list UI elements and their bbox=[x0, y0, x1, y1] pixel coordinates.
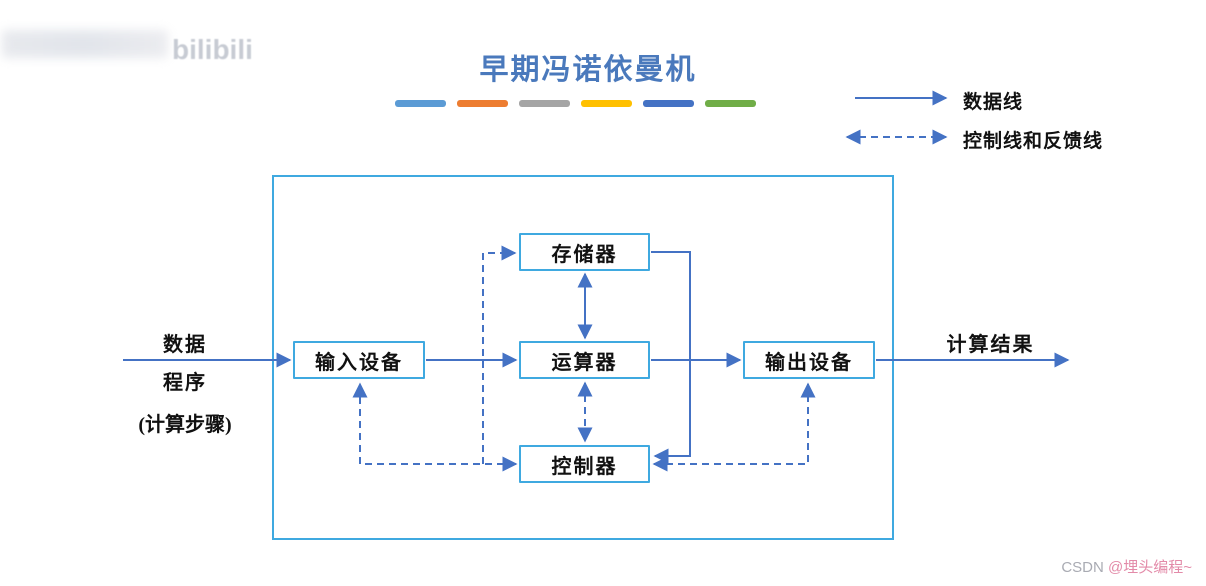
alu-box: 运算器 bbox=[519, 341, 650, 379]
controller-label: 控制器 bbox=[551, 455, 618, 478]
csdn-watermark: CSDN @埋头编程~ bbox=[1061, 556, 1192, 577]
memory-box: 存储器 bbox=[519, 233, 650, 271]
alu-label: 运算器 bbox=[551, 351, 618, 374]
bilibili-logo-watermark: bilibili bbox=[172, 34, 253, 65]
csdn-brand-text: CSDN bbox=[1061, 559, 1104, 576]
output-device-box: 输出设备 bbox=[743, 341, 875, 379]
input-caption-steps: (计算步骤) bbox=[138, 414, 232, 436]
input-caption-data: 数据 bbox=[163, 334, 207, 356]
page-title: 早期冯诺依曼机 bbox=[479, 54, 697, 86]
input-device-label: 输入设备 bbox=[315, 351, 403, 374]
input-device-box: 输入设备 bbox=[293, 341, 425, 379]
machine-boundary-frame bbox=[272, 175, 894, 540]
divider-bar-blue bbox=[395, 100, 446, 107]
divider-bar-yellow bbox=[581, 100, 632, 107]
divider-bar-gray bbox=[519, 100, 570, 107]
output-caption-result: 计算结果 bbox=[946, 334, 1035, 356]
memory-label: 存储器 bbox=[551, 243, 618, 266]
title-divider-bars bbox=[395, 100, 756, 107]
legend-control-line-label: 控制线和反馈线 bbox=[963, 131, 1104, 152]
divider-bar-green bbox=[705, 100, 756, 107]
divider-bar-darkblue bbox=[643, 100, 694, 107]
legend-data-line-label: 数据线 bbox=[963, 92, 1024, 113]
divider-bar-orange bbox=[457, 100, 508, 107]
bilibili-blurred-watermark bbox=[2, 30, 168, 58]
csdn-username-text: @埋头编程~ bbox=[1108, 559, 1192, 576]
input-caption-program: 程序 bbox=[163, 372, 207, 394]
controller-box: 控制器 bbox=[519, 445, 650, 483]
output-device-label: 输出设备 bbox=[765, 351, 853, 374]
